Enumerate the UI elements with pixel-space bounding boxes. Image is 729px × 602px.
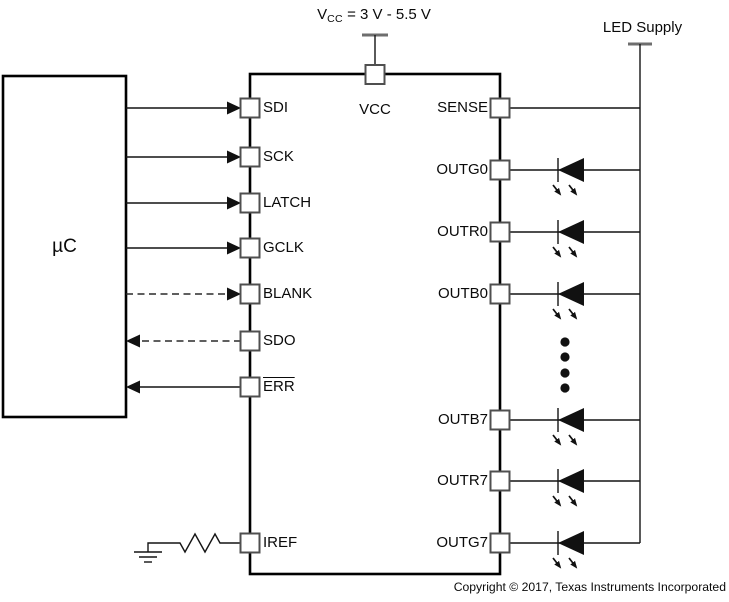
pin-sck bbox=[239, 146, 261, 168]
pin-iref bbox=[239, 532, 261, 554]
wire-sck bbox=[126, 150, 241, 164]
pin-sense bbox=[489, 97, 511, 119]
pin-label-outg7: OUTG7 bbox=[436, 534, 488, 551]
vcc-range: = 3 V - 5.5 V bbox=[347, 6, 431, 23]
led-outb7 bbox=[509, 408, 640, 446]
pin-label-err: ERR bbox=[263, 378, 295, 395]
pin-label-sdi: SDI bbox=[263, 99, 289, 116]
vcc-subscript: CC bbox=[327, 13, 343, 25]
pin-gclk bbox=[239, 237, 261, 259]
pin-label-vcc: VCC bbox=[359, 101, 391, 118]
wire-blank bbox=[126, 287, 241, 301]
pin-label-iref: IREF bbox=[263, 534, 298, 551]
resistor bbox=[147, 532, 241, 554]
led-outg0 bbox=[509, 158, 640, 196]
pin-label-gclk: GCLK bbox=[263, 239, 304, 256]
led-outb0 bbox=[509, 282, 640, 320]
pin-sdo bbox=[239, 330, 261, 352]
pin-outr7 bbox=[489, 470, 511, 492]
pin-squares bbox=[239, 64, 511, 554]
copyright-notice: Copyright © 2017, Texas Instruments Inco… bbox=[453, 580, 726, 594]
pin-label-outr7: OUTR7 bbox=[437, 472, 488, 489]
pin-label-sck: SCK bbox=[263, 148, 294, 165]
pin-label-outr0: OUTR0 bbox=[437, 223, 488, 240]
pin-latch bbox=[239, 192, 261, 214]
wire-sdo bbox=[126, 334, 241, 348]
pin-outb7 bbox=[489, 409, 511, 431]
pin-label-sense: SENSE bbox=[437, 99, 488, 116]
pin-blank bbox=[239, 283, 261, 305]
pin-label-outb7: OUTB7 bbox=[437, 411, 488, 428]
wire-err bbox=[126, 380, 241, 394]
pin-label-latch: LATCH bbox=[263, 194, 312, 211]
led-outr0 bbox=[509, 220, 640, 258]
pin-err bbox=[239, 376, 261, 398]
ground-symbol bbox=[134, 551, 162, 563]
channel-ellipsis-dots bbox=[560, 337, 570, 393]
vcc-supply-label: VCC = 3 V - 5.5 V bbox=[281, 6, 467, 28]
led-outr7 bbox=[509, 469, 640, 507]
pin-label-blank: BLANK bbox=[263, 285, 313, 302]
vcc-supply-terminal bbox=[362, 33, 388, 66]
pin-outg7 bbox=[489, 532, 511, 554]
pin-sdi bbox=[239, 97, 261, 119]
vcc-symbol: V bbox=[317, 6, 328, 23]
pin-label-outg0: OUTG0 bbox=[436, 161, 488, 178]
wire-latch bbox=[126, 196, 241, 210]
pin-outg0 bbox=[489, 159, 511, 181]
led-outg7 bbox=[509, 531, 640, 569]
driver-chip-box bbox=[248, 72, 502, 576]
pin-outr0 bbox=[489, 221, 511, 243]
microcontroller-label: µC bbox=[52, 236, 77, 257]
iref-resistor-network bbox=[134, 532, 241, 563]
pin-vcc bbox=[364, 64, 386, 85]
led-supply-label: LED Supply bbox=[602, 19, 683, 36]
wire-sdi bbox=[126, 101, 241, 115]
wire-gclk bbox=[126, 241, 241, 255]
pin-outb0 bbox=[489, 283, 511, 305]
pin-label-outb0: OUTB0 bbox=[437, 285, 488, 302]
microcontroller-box bbox=[1, 74, 128, 419]
pin-label-sdo: SDO bbox=[263, 332, 296, 349]
